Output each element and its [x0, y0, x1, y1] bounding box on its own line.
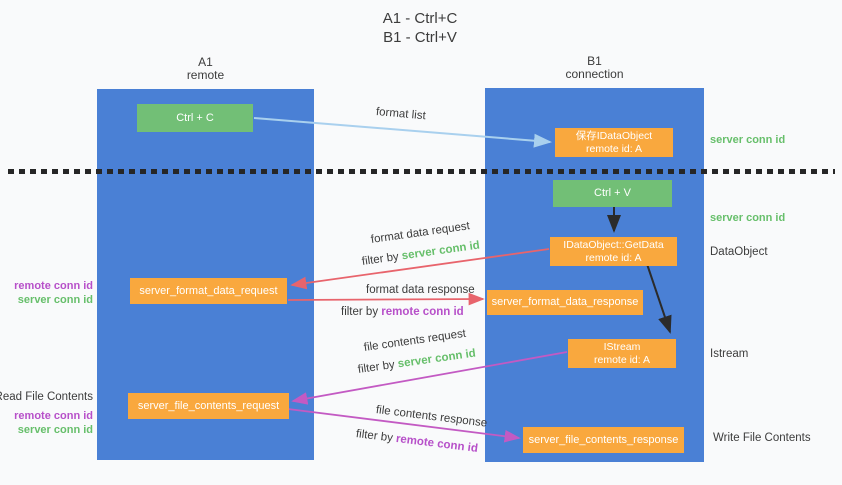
server-conn-id-annotation-mid: server conn id	[710, 212, 786, 224]
node-server-format-data-response-label: server_format_data_response	[491, 296, 639, 308]
lifeline-header-a1: A1 remote	[97, 56, 314, 82]
diagram-title: A1 - Ctrl+C B1 - Ctrl+V	[300, 9, 540, 47]
node-server-format-data-request: server_format_data_request	[130, 278, 287, 304]
filter-by-text: filter by	[341, 306, 382, 318]
filter-by-text: filter by	[355, 428, 397, 445]
server-conn-id-annotation: server conn id	[17, 294, 93, 306]
format-data-response-filter-label: filter by remote conn id	[341, 306, 464, 318]
server-conn-id-text: server conn id	[397, 347, 477, 371]
node-idataobject-getdata: IDataObject::GetData remote id: A	[550, 237, 677, 266]
node-save-dataobject: 保存IDataObject remote id: A	[555, 128, 673, 157]
file-contents-response-label: file contents response	[375, 404, 488, 430]
node-ctrl-v: Ctrl + V	[553, 180, 672, 207]
node-server-file-contents-response-label: server_file_contents_response	[528, 433, 679, 446]
node-idataobject-getdata-line2: remote id: A	[585, 251, 642, 264]
node-save-dataobject-line1: 保存IDataObject	[575, 129, 653, 142]
node-idataobject-getdata-line1: IDataObject::GetData	[563, 238, 664, 251]
node-istream: IStream remote id: A	[568, 339, 676, 368]
node-ctrl-c: Ctrl + C	[137, 104, 253, 132]
istream-annotation: Istream	[710, 348, 749, 360]
lifeline-b1-name: B1	[587, 54, 602, 68]
node-ctrl-c-label: Ctrl + C	[176, 111, 214, 124]
format-conn-id-annotations: remote conn id server conn id	[14, 279, 93, 307]
server-conn-id-annotation: server conn id	[17, 424, 93, 436]
lifeline-header-b1: B1 connection	[485, 55, 704, 81]
lifeline-a1-role: remote	[186, 68, 225, 82]
read-file-contents-annotation: Read File Contents	[0, 391, 93, 403]
node-server-format-data-response: server_format_data_response	[487, 290, 643, 315]
node-server-format-data-request-label: server_format_data_request	[139, 284, 278, 297]
dataobject-annotation: DataObject	[710, 246, 768, 258]
filter-by-text: filter by	[361, 250, 403, 268]
remote-conn-id-annotation: remote conn id	[14, 410, 93, 422]
server-conn-id-text: server conn id	[401, 239, 481, 263]
diagram-title-line1: A1 - Ctrl+C	[382, 10, 458, 27]
diagram-title-line2: B1 - Ctrl+V	[383, 29, 457, 46]
format-list-label: format list	[375, 106, 427, 123]
node-istream-line1: IStream	[603, 340, 641, 353]
filter-by-text: filter by	[357, 358, 399, 376]
remote-conn-id-text: remote conn id	[395, 432, 479, 455]
node-server-file-contents-request-label: server_file_contents_request	[137, 399, 280, 412]
lifeline-a1-name: A1	[198, 55, 213, 69]
node-save-dataobject-line2: remote id: A	[585, 142, 643, 155]
lifeline-b1-role: connection	[565, 67, 624, 81]
remote-conn-id-text: remote conn id	[381, 306, 464, 318]
format-data-response-label: format data response	[366, 284, 475, 296]
node-istream-line2: remote id: A	[593, 353, 651, 366]
write-file-contents-annotation: Write File Contents	[713, 432, 811, 444]
remote-conn-id-annotation: remote conn id	[14, 280, 93, 292]
node-ctrl-v-label: Ctrl + V	[594, 187, 631, 199]
server-conn-id-annotation-top: server conn id	[710, 134, 786, 146]
format-data-response-arrow	[287, 292, 485, 306]
file-contents-response-filter-label: filter by remote conn id	[355, 428, 478, 455]
node-server-file-contents-request: server_file_contents_request	[128, 393, 289, 419]
node-server-file-contents-response: server_file_contents_response	[523, 427, 684, 453]
session-divider-dotted-line	[8, 169, 835, 174]
file-conn-id-annotations: remote conn id server conn id	[14, 409, 93, 437]
